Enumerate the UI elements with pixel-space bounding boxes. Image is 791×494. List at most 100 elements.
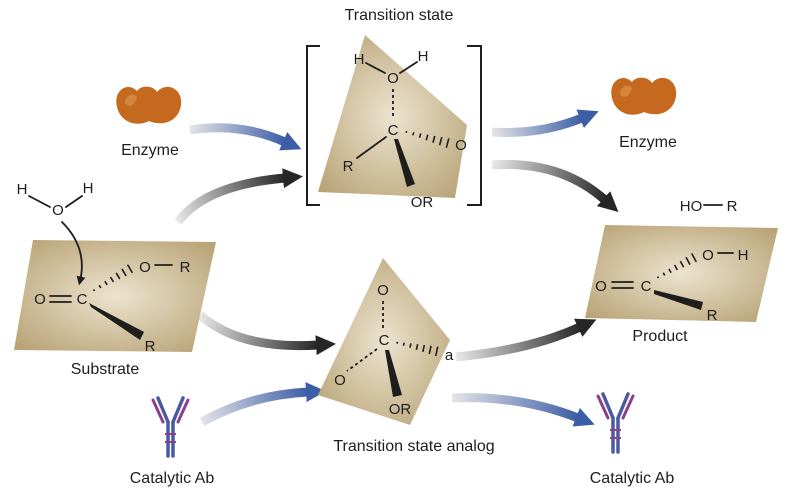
arrow-enzyme-to-ts bbox=[189, 123, 302, 151]
hash-stroke bbox=[104, 280, 108, 286]
ts-bond-h1-o bbox=[365, 62, 386, 74]
ts-atom-h1: H bbox=[354, 51, 365, 68]
arrow-analog-to-antibody bbox=[451, 393, 595, 427]
antibody-right-icon bbox=[596, 392, 635, 454]
ts-bond-c-r bbox=[356, 136, 387, 159]
analog-hashed-bond-c-a bbox=[396, 341, 439, 357]
hash-stroke bbox=[98, 284, 102, 289]
arrow-antibody-to-analog bbox=[199, 382, 326, 426]
hash-stroke bbox=[656, 276, 660, 279]
substrate-atom-r-ester: R bbox=[180, 259, 191, 276]
left-bracket bbox=[306, 45, 320, 206]
hash-stroke bbox=[434, 346, 439, 357]
substrate-atom-o-double: O bbox=[34, 291, 46, 308]
enzyme-left-icon bbox=[116, 86, 182, 124]
ts-atom-c: C bbox=[388, 122, 399, 139]
antibody-left-icon bbox=[151, 396, 190, 458]
hash-stroke bbox=[121, 268, 127, 277]
analog-molecule: O C a O OR bbox=[334, 282, 454, 418]
transition-state-title: Transition state bbox=[345, 7, 454, 24]
analog-atom-o-top: O bbox=[377, 282, 389, 299]
arrow-substrate-to-ts bbox=[174, 168, 303, 225]
hash-stroke bbox=[425, 134, 429, 141]
analog-wedge-bond-c-or bbox=[385, 350, 402, 397]
ts-wedge-bond-c-or bbox=[394, 139, 415, 187]
water-atom-o: O bbox=[52, 202, 64, 219]
substrate-molecule: O C O R R bbox=[34, 259, 190, 355]
product-atom-r: R bbox=[707, 307, 718, 324]
hash-stroke bbox=[685, 256, 691, 265]
substrate-wedge-bond-c-r bbox=[89, 303, 144, 340]
product-alcohol: HO R bbox=[680, 198, 738, 215]
substrate-hashed-bond-c-o bbox=[92, 264, 134, 292]
hash-stroke bbox=[412, 132, 415, 136]
hash-stroke bbox=[445, 138, 450, 148]
substrate-atom-r: R bbox=[145, 338, 156, 355]
water-molecule: H O H bbox=[17, 180, 94, 219]
substrate-plane bbox=[14, 240, 216, 352]
ts-atom-or: OR bbox=[411, 194, 434, 211]
nucleophilic-attack-arrow bbox=[61, 221, 86, 286]
ts-hashed-bond-c-o bbox=[405, 130, 450, 148]
enzyme-right-label: Enzyme bbox=[619, 134, 677, 151]
product-atom-h: H bbox=[738, 247, 749, 264]
antibody-right-label: Catalytic Ab bbox=[590, 470, 675, 487]
product-wedge-bond-c-r bbox=[654, 290, 703, 310]
water-bond-o-h2 bbox=[65, 195, 83, 208]
analog-atom-o-left: O bbox=[334, 372, 346, 389]
hash-stroke bbox=[422, 344, 426, 353]
analog-atom-a: a bbox=[445, 347, 454, 364]
arrow-analog-to-product bbox=[455, 318, 597, 362]
hash-stroke bbox=[402, 342, 405, 346]
substrate-label: Substrate bbox=[71, 361, 140, 378]
water-atom-h1: H bbox=[17, 181, 28, 198]
substrate-atom-o: O bbox=[139, 259, 151, 276]
product-atom-r-top: R bbox=[727, 198, 738, 215]
hash-stroke bbox=[428, 345, 432, 355]
ts-atom-o-top: O bbox=[387, 70, 399, 87]
hash-stroke bbox=[126, 264, 134, 274]
ts-bond-o-h2 bbox=[399, 61, 418, 74]
arrow-substrate-to-analog bbox=[197, 311, 336, 356]
ts-atom-r: R bbox=[343, 158, 354, 175]
product-atom-o: O bbox=[702, 247, 714, 264]
enzyme-left-label: Enzyme bbox=[121, 142, 179, 159]
hash-stroke bbox=[409, 343, 412, 348]
hash-stroke bbox=[679, 260, 685, 268]
hash-stroke bbox=[668, 268, 672, 274]
water-bond-h1-o bbox=[28, 195, 51, 208]
antibody-left-label: Catalytic Ab bbox=[130, 470, 215, 487]
right-bracket bbox=[467, 45, 482, 206]
product-atom-o-double: O bbox=[595, 278, 607, 295]
hash-stroke bbox=[418, 133, 422, 138]
hash-stroke bbox=[691, 253, 697, 263]
hash-stroke bbox=[109, 276, 115, 283]
hash-stroke bbox=[438, 137, 443, 146]
product-atom-ho: HO bbox=[680, 198, 703, 215]
water-atom-h2: H bbox=[83, 180, 94, 197]
ts-atom-o-right: O bbox=[455, 137, 467, 154]
analog-atom-or: OR bbox=[389, 401, 412, 418]
transition-state-plane bbox=[318, 35, 467, 198]
analog-atom-c: C bbox=[379, 332, 390, 349]
arrow-ts-to-product bbox=[491, 159, 619, 212]
hash-stroke bbox=[432, 135, 436, 143]
hash-stroke bbox=[673, 264, 679, 271]
analog-label: Transition state analog bbox=[333, 438, 494, 455]
transition-state-molecule: H H O C O R OR bbox=[343, 48, 467, 211]
product-label: Product bbox=[632, 328, 688, 345]
substrate-atom-c: C bbox=[77, 291, 88, 308]
arrow-ts-to-enzyme bbox=[491, 109, 599, 137]
hash-stroke bbox=[415, 344, 419, 350]
product-plane bbox=[585, 225, 778, 322]
product-molecule: O C O H R bbox=[595, 247, 748, 324]
analog-plane bbox=[318, 258, 450, 425]
hash-stroke bbox=[92, 289, 96, 292]
enzyme-right-icon bbox=[611, 77, 677, 115]
analog-bond-c-o-left bbox=[346, 348, 378, 372]
hash-stroke bbox=[662, 272, 666, 276]
ts-atom-h2: H bbox=[418, 48, 429, 65]
product-atom-c: C bbox=[641, 278, 652, 295]
